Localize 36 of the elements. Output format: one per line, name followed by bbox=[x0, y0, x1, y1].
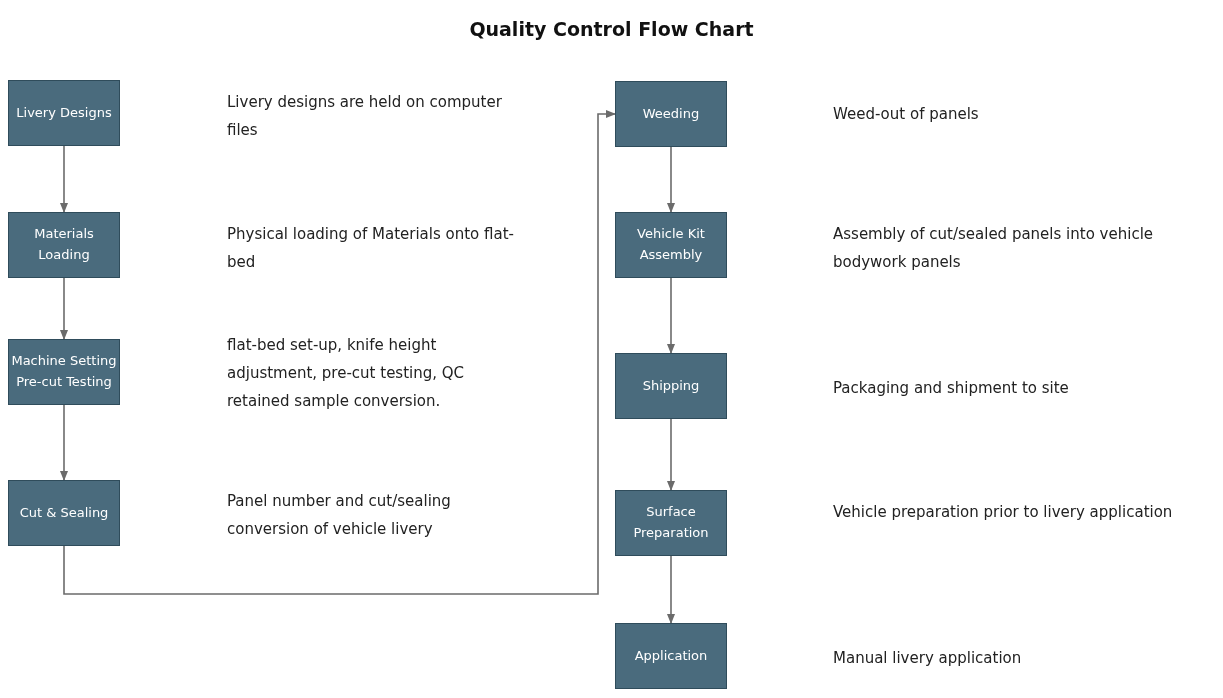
step-description: Packaging and shipment to site bbox=[833, 378, 1070, 399]
step-label: Livery Designs bbox=[16, 103, 112, 122]
arrow bbox=[60, 277, 68, 340]
step-label: Vehicle Kit Assembly bbox=[636, 225, 706, 264]
step-label: Shipping bbox=[642, 376, 700, 395]
arrow bbox=[63, 110, 616, 595]
process-box bbox=[8, 480, 120, 546]
arrow bbox=[667, 146, 675, 213]
step-description: Vehicle preparation prior to livery application bbox=[833, 502, 1174, 523]
step-label: Materials Loading bbox=[33, 225, 95, 264]
step-label: Cut & Sealing bbox=[19, 503, 109, 522]
arrow bbox=[667, 277, 675, 354]
arrow bbox=[667, 418, 675, 491]
step-description: Manual livery application bbox=[833, 648, 1023, 669]
arrow bbox=[60, 404, 68, 481]
process-box bbox=[615, 490, 727, 556]
process-box bbox=[615, 212, 727, 278]
step-label: Application bbox=[634, 646, 708, 665]
step-label: Machine Setting Pre-cut Testing bbox=[10, 352, 118, 391]
step-description: Panel number and cut/sealing conversion of vehicle livery bbox=[227, 491, 452, 540]
arrow bbox=[667, 555, 675, 624]
step-label: Surface Preparation bbox=[632, 503, 710, 542]
step-description: Weed-out of panels bbox=[833, 104, 980, 125]
process-box bbox=[8, 339, 120, 405]
process-box bbox=[615, 81, 727, 147]
process-box bbox=[615, 623, 727, 689]
step-description: Physical loading of Materials onto flat-bed bbox=[227, 224, 515, 273]
step-description: flat-bed set-up, knife height adjustment, pre-cut testing, QC retained sample conversion. bbox=[227, 335, 466, 412]
process-box bbox=[615, 353, 727, 419]
process-box bbox=[8, 80, 120, 146]
step-label: Weeding bbox=[642, 104, 700, 123]
arrow bbox=[60, 145, 68, 213]
process-box bbox=[8, 212, 120, 278]
chart-title: Quality Control Flow Chart bbox=[468, 18, 755, 40]
step-description: Assembly of cut/sealed panels into vehicle bodywork panels bbox=[833, 224, 1155, 273]
step-description: Livery designs are held on computer files bbox=[227, 92, 503, 141]
